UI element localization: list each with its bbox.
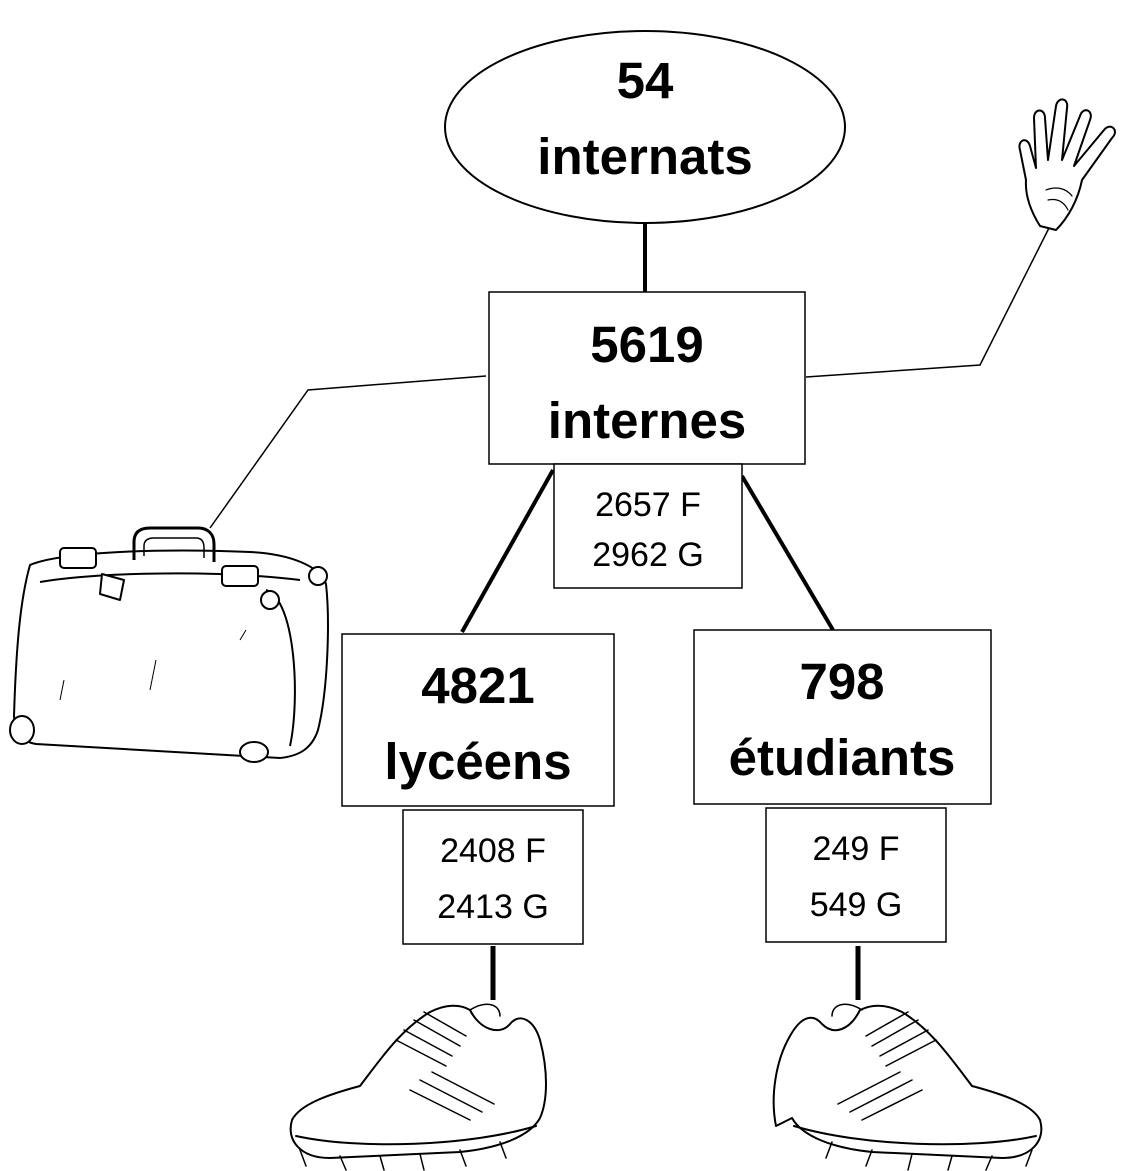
connector-left-branch bbox=[460, 469, 555, 633]
node-lyceens: 4821 lycéens bbox=[341, 633, 615, 807]
etudiants-gender-box: 249 F 549 G bbox=[765, 807, 947, 943]
internes-gender-box: 2657 F 2962 G bbox=[553, 463, 743, 589]
suitcase-icon bbox=[9, 526, 329, 763]
etudiants-boys: 549 G bbox=[810, 886, 903, 924]
node-internats: 54 internats bbox=[444, 30, 846, 224]
internes-girls: 2657 F bbox=[595, 486, 701, 524]
sneaker-icon bbox=[772, 1003, 1043, 1171]
hand-icon bbox=[1018, 98, 1116, 231]
internats-count: 54 bbox=[617, 52, 674, 109]
lyceens-label: lycéens bbox=[384, 733, 571, 790]
node-internes: 5619 internes bbox=[488, 291, 806, 465]
internes-boys: 2962 G bbox=[592, 536, 704, 574]
lyceens-gender-box: 2408 F 2413 G bbox=[402, 809, 584, 945]
internes-label: internes bbox=[548, 392, 746, 449]
etudiants-label: étudiants bbox=[729, 729, 956, 786]
internes-count: 5619 bbox=[590, 316, 703, 373]
etudiants-count: 798 bbox=[799, 653, 884, 710]
connector-right-branch bbox=[740, 474, 835, 632]
node-etudiants: 798 étudiants bbox=[693, 629, 992, 805]
lyceens-count: 4821 bbox=[421, 657, 534, 714]
arm-right bbox=[805, 225, 1051, 378]
etudiants-girls: 249 F bbox=[813, 830, 900, 868]
lyceens-boys: 2413 G bbox=[437, 888, 549, 926]
internats-label: internats bbox=[537, 128, 752, 185]
sneaker-icon bbox=[289, 1003, 547, 1171]
arm-left bbox=[209, 375, 487, 529]
lyceens-girls: 2408 F bbox=[440, 832, 546, 870]
